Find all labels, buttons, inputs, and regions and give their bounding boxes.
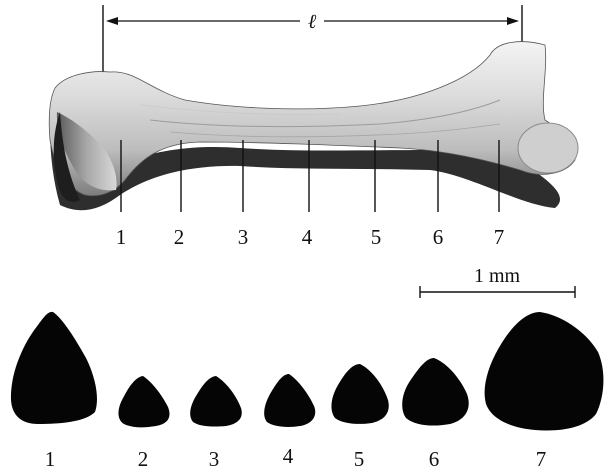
- bone-section-label-7: 7: [494, 225, 505, 249]
- length-label: ℓ: [308, 11, 317, 33]
- cross-section-6: [402, 358, 468, 426]
- bone-section-label-6: 6: [433, 225, 444, 249]
- cross-section-4: [264, 374, 315, 427]
- cross-sections: [11, 312, 603, 431]
- scale-bar: 1 mm: [420, 265, 575, 298]
- length-arrow-left: [106, 17, 118, 25]
- cross-section-label-1: 1: [45, 447, 56, 471]
- bone-right-end: [518, 123, 578, 173]
- bone-section-label-2: 2: [174, 225, 185, 249]
- bone-section-label-3: 3: [238, 225, 249, 249]
- bone-section-labels: 1 2 3 4 5 6 7: [116, 225, 505, 249]
- bone-section-label-1: 1: [116, 225, 127, 249]
- cross-section-label-5: 5: [354, 447, 365, 471]
- scale-bar-label: 1 mm: [474, 265, 521, 287]
- cross-section-labels: 1 2 3 4 5 6 7: [45, 444, 547, 471]
- cross-section-3: [190, 376, 242, 427]
- bone-section-label-5: 5: [371, 225, 382, 249]
- cross-section-label-4: 4: [283, 444, 294, 468]
- cross-section-7: [485, 312, 604, 430]
- cross-section-2: [118, 376, 169, 427]
- cross-section-label-3: 3: [209, 447, 220, 471]
- cross-section-label-6: 6: [429, 447, 440, 471]
- cross-section-5: [331, 364, 388, 424]
- length-dimension: ℓ: [103, 5, 522, 82]
- cross-section-label-7: 7: [536, 447, 547, 471]
- cross-section-1: [11, 312, 97, 424]
- length-arrow-right: [507, 17, 519, 25]
- bone-section-label-4: 4: [302, 225, 313, 249]
- cross-section-label-2: 2: [138, 447, 149, 471]
